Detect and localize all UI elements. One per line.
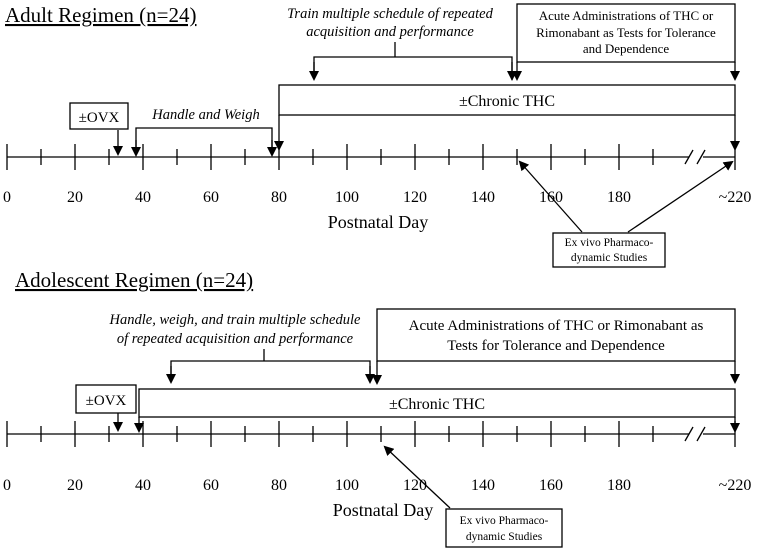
- adolescent-tick-label: 160: [539, 477, 563, 494]
- adolescent-regimen-title: Adolescent Regimen (n=24): [15, 268, 253, 292]
- adult-acute-box: [516, 3, 736, 63]
- adult-regimen-title: Adult Regimen (n=24): [5, 3, 196, 27]
- adolescent-exvivo-line2: dynamic Studies: [466, 531, 543, 543]
- adult-tick-label: 20: [67, 189, 83, 206]
- adolescent-exvivo-line1: Ex vivo Pharmaco-: [460, 515, 549, 527]
- adult-tick-label: 80: [271, 189, 287, 206]
- adult-axis-label: Postnatal Day: [328, 212, 429, 232]
- adolescent-ovx-label: ±OVX: [86, 393, 127, 409]
- adolescent-timeline-axis: [6, 421, 736, 447]
- adult-chronic-label: ±Chronic THC: [459, 93, 555, 110]
- adult-tick-label: 180: [607, 189, 631, 206]
- adolescent-axis-break-mark: [684, 426, 694, 442]
- adult-train-line2: acquisition and performance: [306, 24, 474, 40]
- adult-tick-label: 0: [3, 189, 11, 206]
- adolescent-chronic-box: [138, 388, 736, 418]
- adult-timeline-axis: [6, 144, 736, 170]
- adult-regimen-panel: Adult Regimen (n=24) ±OVX Handle and Wei…: [3, 3, 751, 268]
- adolescent-tick-labels: 0 20 40 60 80 100 120 140 160 180 ~220: [3, 477, 751, 494]
- adolescent-tick-label: 20: [67, 477, 83, 494]
- adult-ovx-box: [69, 102, 129, 130]
- adult-acute-line3: and Dependence: [583, 41, 669, 56]
- adolescent-handle-line2: of repeated acquisition and performance: [117, 331, 354, 347]
- adolescent-acute-line1: Acute Administrations of THC or Rimonaba…: [409, 318, 704, 334]
- adult-exvivo-arrow-left: [518, 160, 583, 233]
- adult-handle-weigh-label: Handle and Weigh: [151, 107, 259, 123]
- adolescent-exvivo-arrow: [383, 445, 451, 509]
- adult-acute-line1: Acute Administrations of THC or: [539, 8, 714, 23]
- adolescent-tick-label: 0: [3, 477, 11, 494]
- adult-axis-break-mark: [696, 149, 706, 165]
- adolescent-handle-bracket: [170, 360, 371, 382]
- adult-axis-break-mark: [684, 149, 694, 165]
- adolescent-tick-label: 60: [203, 477, 219, 494]
- adult-tick-label: 100: [335, 189, 359, 206]
- adult-acute-line2: Rimonabant as Tests for Tolerance: [536, 25, 716, 40]
- adult-tick-label: ~220: [719, 189, 752, 206]
- adolescent-tick-label: ~220: [719, 477, 752, 494]
- adolescent-axis-label: Postnatal Day: [333, 500, 434, 520]
- adult-train-line1: Train multiple schedule of repeated: [287, 6, 493, 22]
- adult-chronic-box: [278, 84, 736, 116]
- adolescent-acute-box: [376, 308, 736, 362]
- adult-tick-label: 40: [135, 189, 151, 206]
- adolescent-tick-label: 140: [471, 477, 495, 494]
- adolescent-exvivo-box: [445, 508, 563, 548]
- adolescent-tick-label: 40: [135, 477, 151, 494]
- adult-exvivo-box: [552, 232, 666, 268]
- adolescent-ovx-box: [75, 384, 137, 414]
- adult-exvivo-arrow-right: [627, 160, 734, 233]
- adult-exvivo-line2: dynamic Studies: [571, 252, 648, 264]
- adolescent-tick-label: 100: [335, 477, 359, 494]
- adolescent-axis-break-mark: [696, 426, 706, 442]
- adolescent-tick-label: 120: [403, 477, 427, 494]
- adolescent-acute-line2: Tests for Tolerance and Dependence: [447, 338, 665, 354]
- adult-tick-label: 140: [471, 189, 495, 206]
- adult-tick-label: 120: [403, 189, 427, 206]
- adolescent-tick-label: 180: [607, 477, 631, 494]
- adult-exvivo-line1: Ex vivo Pharmaco-: [565, 237, 654, 249]
- adult-tick-label: 60: [203, 189, 219, 206]
- adolescent-regimen-panel: Adolescent Regimen (n=24) Handle, weigh,…: [3, 268, 751, 548]
- adult-ovx-label: ±OVX: [79, 110, 120, 126]
- adolescent-tick-label: 80: [271, 477, 287, 494]
- adult-handle-weigh-bracket: [135, 127, 273, 155]
- adult-train-bracket: [313, 56, 513, 80]
- adolescent-handle-line1: Handle, weigh, and train multiple schedu…: [109, 312, 361, 328]
- adolescent-chronic-label: ±Chronic THC: [389, 396, 485, 413]
